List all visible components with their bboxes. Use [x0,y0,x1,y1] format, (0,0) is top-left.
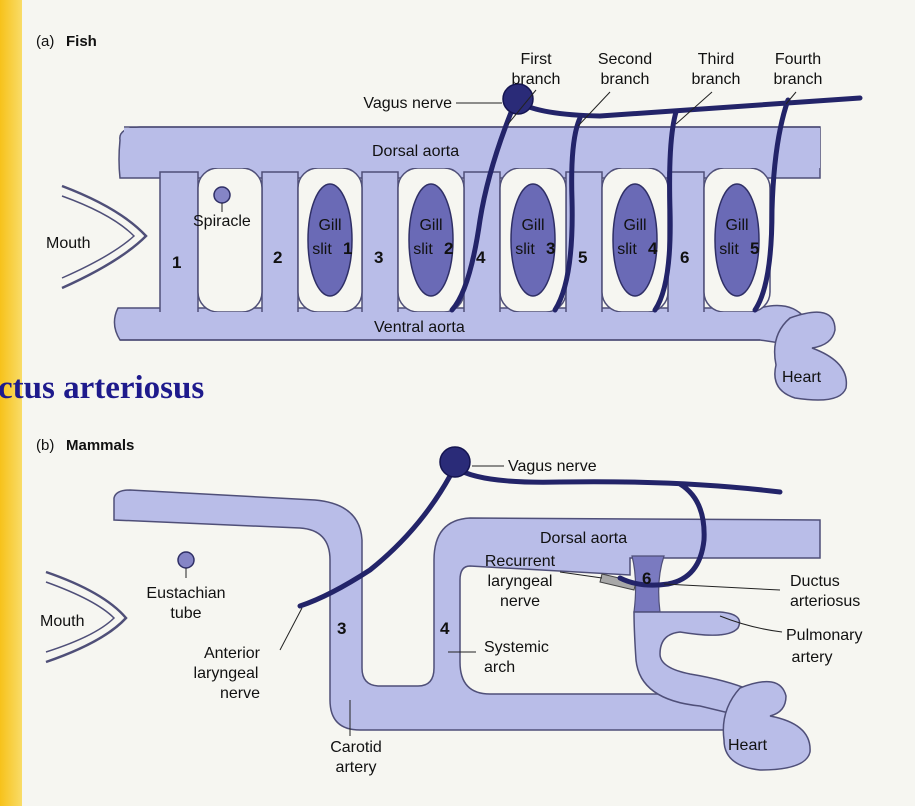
eustachian-tube-label-1: Eustachian [146,585,225,602]
mammal-mouth-label: Mouth [40,613,84,630]
eustachian-tube-dot [178,552,194,568]
fish-spiracle-label: Spiracle [193,213,251,230]
ductus-arteriosus-label-2: arteriosus [790,593,860,610]
gill-slit-5-slit: slit [719,241,739,258]
carotid-artery-label-2: artery [336,759,377,776]
ductus-arteriosus-label-1: Ductus [790,573,840,590]
mammal-arch-number-4: 4 [440,619,450,638]
recurrent-laryngeal-label-3: nerve [500,593,540,610]
mammal-panel: (b) Mammals Vagus nerve Dorsal aorta Rec… [36,437,862,776]
fish-arch-number-3: 3 [374,248,383,267]
second-branch-label-1: Second [598,51,652,68]
fish-heart-label: Heart [782,369,822,386]
gill-slit-1-slit: slit [312,241,332,258]
gill-slit-3-word: Gill [521,217,544,234]
anterior-laryngeal-nerve [300,476,450,606]
second-branch-label-2: branch [601,71,650,88]
fish-window-1 [198,168,262,312]
gill-slit-2-number: 2 [444,239,453,258]
fish-panel-name: Fish [66,33,97,50]
fish-dorsal-aorta-fill [124,128,820,168]
first-branch-label-2: branch [512,71,561,88]
fish-arch-number-4: 4 [476,248,486,267]
gill-slit-3-number: 3 [546,239,555,258]
recurrent-laryngeal-label-2: laryngeal [488,573,553,590]
recurrent-laryngeal-label-1: Recurrent [485,553,556,570]
systemic-arch-label-1: Systemic [484,639,549,656]
fourth-branch-label-1: Fourth [775,51,821,68]
mammal-vagus-nerve-label: Vagus nerve [508,458,597,475]
fish-spiracle-dot [214,187,230,203]
eustachian-tube-label-2: tube [170,605,201,622]
fish-dorsal-aorta-label: Dorsal aorta [372,143,459,160]
gill-slit-3-slit: slit [515,241,535,258]
anterior-laryngeal-leader [280,608,302,650]
fish-arch-4 [464,172,500,314]
fish-panel-letter: (a) [36,33,54,50]
fish-arch-number-2: 2 [273,248,282,267]
mammal-panel-name: Mammals [66,437,134,454]
mammal-dorsal-aorta-label: Dorsal aorta [540,530,627,547]
gill-slit-4-slit: slit [617,241,637,258]
fish-arch-number-6: 6 [680,248,689,267]
fish-arch-3 [362,172,398,314]
gill-slit-2-slit: slit [413,241,433,258]
fish-second-branch-leader [578,92,610,126]
first-branch-label-1: First [520,51,552,68]
anterior-laryngeal-label-3: nerve [220,685,260,702]
gill-slit-5-word: Gill [725,217,748,234]
mammal-panel-letter: (b) [36,437,54,454]
fish-mouth-label: Mouth [46,235,90,252]
carotid-artery-label-1: Carotid [330,739,382,756]
ductus-arteriosus-leader [664,584,780,590]
gill-slit-4-number: 4 [648,239,658,258]
mammal-heart-label: Heart [728,737,768,754]
gill-slit-1-word: Gill [318,217,341,234]
fish-vagus-nerve-label: Vagus nerve [363,95,452,112]
fourth-branch-label-2: branch [774,71,823,88]
pulmonary-artery-label-2: artery [792,649,833,666]
fish-arch-number-5: 5 [578,248,587,267]
slide-title: ctus arteriosus [0,370,204,406]
fish-arch-number-1: 1 [172,253,181,272]
mammal-heart [723,682,810,770]
gill-slit-1-number: 1 [343,239,352,258]
systemic-arch-label-2: arch [484,659,515,676]
pulmonary-artery-label-1: Pulmonary [786,627,862,644]
third-branch-label-2: branch [692,71,741,88]
fish-arch-1 [160,172,198,314]
mammal-vagus-trunk [456,468,780,492]
fish-arch-6 [668,172,704,314]
fish-panel: (a) Fish First branch Second branch Thir… [36,33,860,400]
mammal-arch-number-6: 6 [642,569,651,588]
mammal-vagus-ganglion [440,447,470,477]
fish-arch-2 [262,172,298,314]
third-branch-label-1: Third [698,51,734,68]
anterior-laryngeal-label-2: laryngeal [194,665,259,682]
gill-slit-2-word: Gill [419,217,442,234]
gill-slit-5-number: 5 [750,239,759,258]
fish-vagus-trunk [518,98,860,116]
fish-heart [775,312,847,400]
fish-ventral-aorta-label: Ventral aorta [374,319,465,336]
gill-slit-4-word: Gill [623,217,646,234]
anterior-laryngeal-label-1: Anterior [204,645,261,662]
mammal-arch-number-3: 3 [337,619,346,638]
